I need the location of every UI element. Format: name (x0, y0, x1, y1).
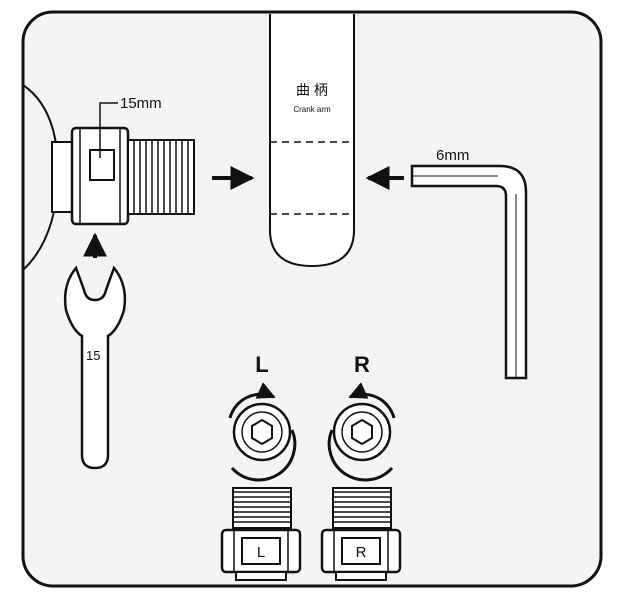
nut-leader-line (99, 102, 118, 158)
wrench-icon (63, 265, 127, 470)
right-rotation-letter: R (354, 352, 370, 377)
left-rotation-letter: L (255, 352, 268, 377)
crank-label-en: Crank arm (293, 105, 331, 114)
right-pedal-tag: R (356, 544, 367, 561)
crank-label-cn: 曲 柄 (296, 82, 328, 98)
hex-key-icon (410, 164, 528, 380)
rotate-clockwise-icon (228, 382, 297, 482)
crank-arm-icon (269, 14, 355, 268)
rotate-counterclockwise-icon (327, 382, 396, 482)
right-pedal-spindle-icon (320, 487, 402, 581)
nut-size-label: 15mm (120, 95, 162, 112)
left-pedal-tag: L (257, 544, 265, 561)
wrench-size-label: 15 (86, 348, 100, 363)
pedal-spindle-icon (51, 126, 195, 226)
hex-key-size-label: 6mm (436, 147, 469, 164)
left-pedal-spindle-icon (220, 487, 302, 581)
